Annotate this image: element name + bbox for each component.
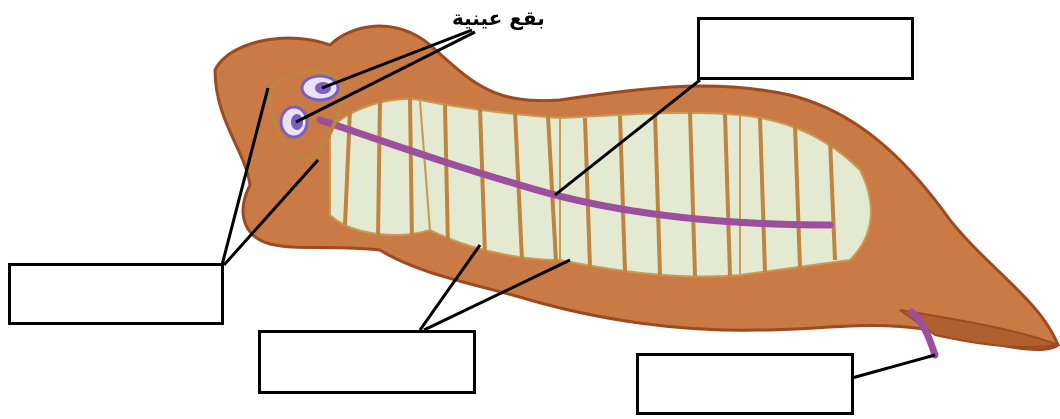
answer-box-top-right[interactable] <box>697 17 914 80</box>
answer-box-left[interactable] <box>8 263 224 325</box>
answer-box-bottom-right[interactable] <box>636 353 854 415</box>
eye-spots-label: بقع عينية <box>452 6 545 30</box>
answer-box-bottom-center[interactable] <box>258 330 476 394</box>
